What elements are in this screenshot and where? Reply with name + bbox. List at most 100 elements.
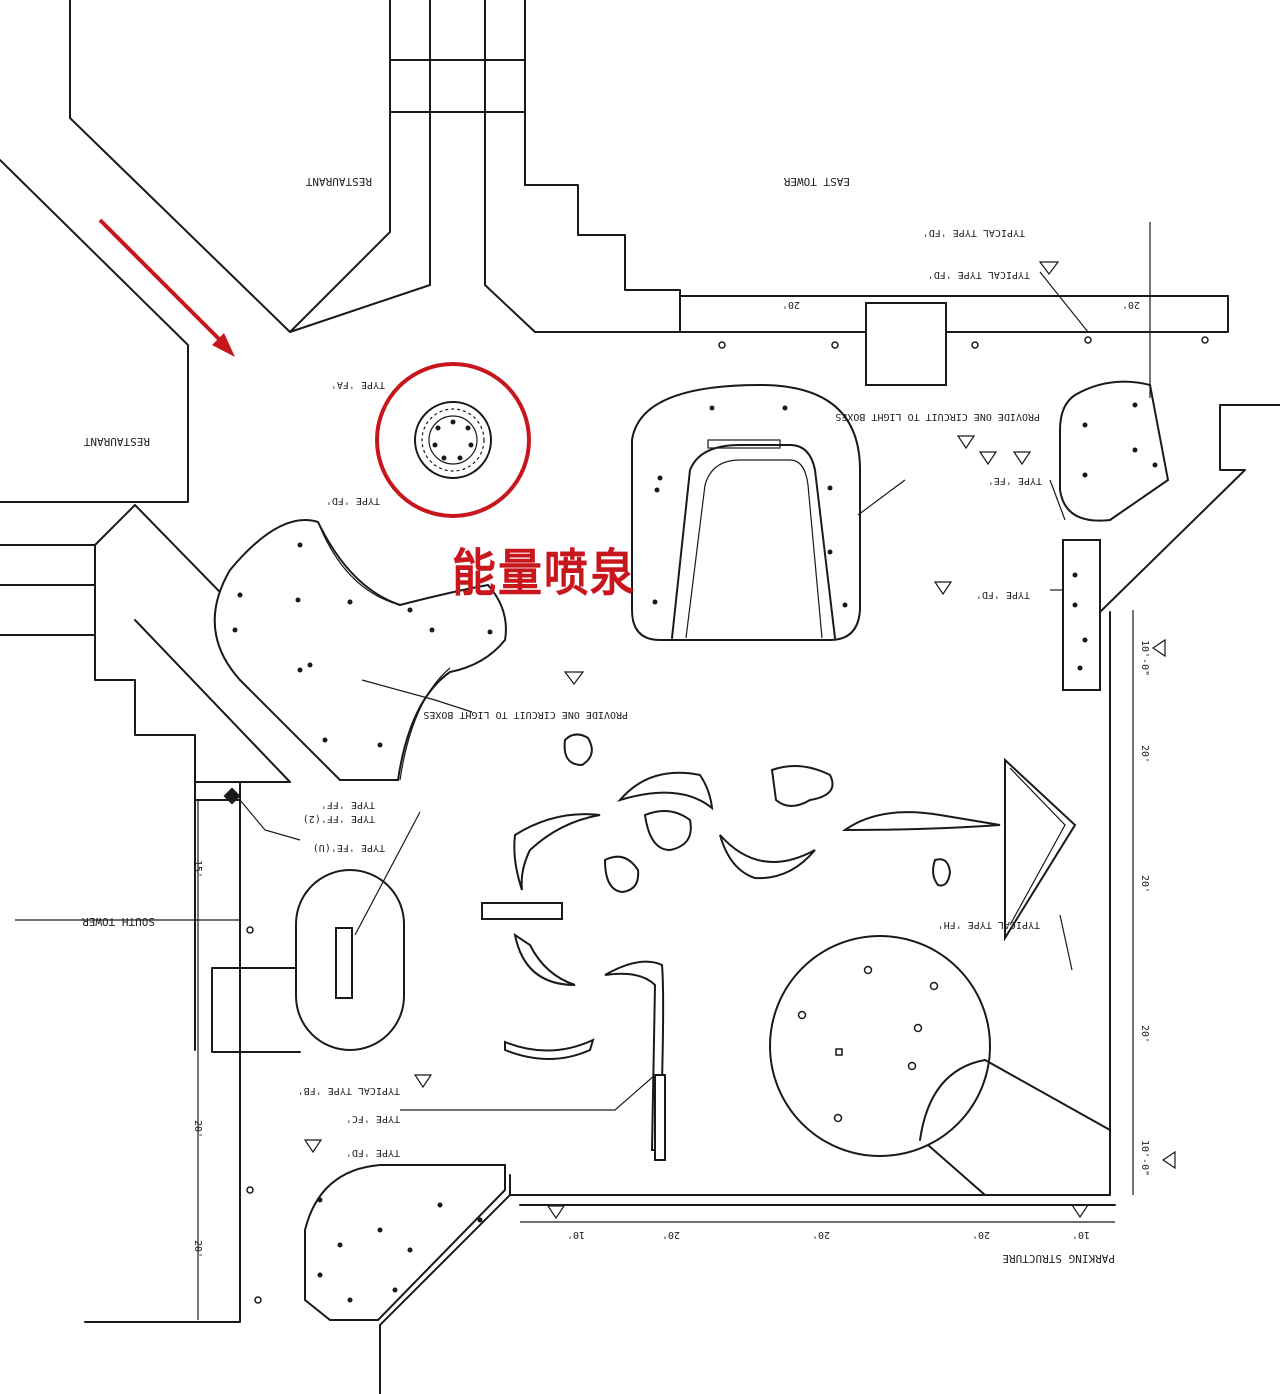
flow-arrow-line: [98, 218, 227, 347]
revision-triangles: [303, 261, 1176, 1220]
sculpture-wedge-inner: [1009, 767, 1066, 926]
svg-text:TYPE 'FE': TYPE 'FE': [988, 475, 1042, 486]
svg-text:20': 20': [972, 1229, 990, 1240]
leader-lines: [239, 222, 1151, 1111]
label-south-tower: SOUTH TOWER: [82, 915, 155, 928]
label-type-fd: TYPE 'FD': [326, 495, 380, 506]
svg-text:20': 20': [662, 1229, 680, 1240]
paving-leaf-3: [513, 932, 576, 986]
svg-text:10': 10': [1072, 1229, 1090, 1240]
svg-text:EAST TOWER: EAST TOWER: [783, 175, 850, 188]
svg-text:20': 20': [1122, 299, 1140, 310]
tree-dot: [863, 965, 873, 975]
tree-dot: [835, 1048, 843, 1056]
tree-dot: [929, 981, 939, 991]
svg-text:TYPICAL TYPE 'FB': TYPICAL TYPE 'FB': [298, 1085, 400, 1096]
paving-leaf-1: [513, 813, 601, 891]
svg-text:PROVIDE ONE CIRCUIT TO LIGHT B: PROVIDE ONE CIRCUIT TO LIGHT BOXES: [423, 709, 628, 720]
paving-leaf-2: [841, 811, 1001, 832]
svg-text:20': 20': [1139, 1025, 1150, 1043]
svg-text:TYPE 'FD': TYPE 'FD': [976, 589, 1030, 600]
label-type-fc: TYPE 'FC': [346, 1113, 400, 1124]
svg-text:20': 20': [1139, 745, 1150, 763]
paving-blob-3: [643, 810, 692, 852]
planter-central-arch: [631, 383, 861, 641]
paving-blob-5: [932, 858, 952, 887]
label-typical-fb: TYPICAL TYPE 'FB': [298, 1085, 400, 1096]
svg-text:TYPICAL TYPE 'FH': TYPICAL TYPE 'FH': [938, 919, 1040, 930]
label-type-fd-3: TYPE 'FD': [346, 1147, 400, 1158]
svg-text:PROVIDE ONE CIRCUIT TO LIGHT B: PROVIDE ONE CIRCUIT TO LIGHT BOXES: [835, 411, 1040, 422]
svg-text:10'-0": 10'-0": [1139, 1140, 1150, 1176]
label-type-fe-u: TYPE 'FE'(U): [313, 842, 385, 853]
bench-1: [481, 902, 563, 920]
svg-text:TYPE 'FA': TYPE 'FA': [331, 379, 385, 390]
svg-text:15': 15': [192, 860, 203, 878]
south-stair-edge: [94, 619, 291, 783]
label-typical-fh: TYPICAL TYPE 'FH': [938, 919, 1040, 930]
svg-text:10': 10': [567, 1229, 585, 1240]
svg-text:20': 20': [782, 299, 800, 310]
arch-top-bar: [707, 439, 781, 449]
label-type-fd-2: TYPE 'FD': [976, 589, 1030, 600]
paving-blob-1: [563, 733, 593, 767]
label-parking-structure: PARKING STRUCTURE: [1002, 1252, 1115, 1265]
svg-text:SOUTH TOWER: SOUTH TOWER: [82, 915, 155, 928]
fountain-highlight-circle: [375, 362, 531, 518]
planting-dots: [232, 402, 1158, 1303]
label-circuit-note-2: PROVIDE ONE CIRCUIT TO LIGHT BOXES: [423, 709, 628, 720]
svg-text:TYPICAL TYPE 'FD': TYPICAL TYPE 'FD': [928, 269, 1030, 280]
tree-dot: [907, 1061, 917, 1071]
label-type-fe: TYPE 'FE': [988, 475, 1042, 486]
south-tower-box: [211, 967, 301, 1053]
label-restaurant-left: RESTAURANT: [83, 435, 150, 448]
paving-crescent-2: [719, 834, 816, 880]
east-tower-edge: [524, 184, 1229, 333]
planter-west-curved: [213, 519, 507, 781]
energy-fountain-label: 能量喷泉: [452, 544, 636, 604]
svg-text:TYPE 'FD': TYPE 'FD': [326, 495, 380, 506]
label-typical-fd-1: TYPICAL TYPE 'FD': [923, 227, 1025, 238]
label-circuit-note-1: PROVIDE ONE CIRCUIT TO LIGHT BOXES: [835, 411, 1040, 422]
tree-dot: [913, 1023, 923, 1033]
svg-text:10'-0": 10'-0": [1139, 640, 1150, 676]
label-type-ff-2: TYPE 'FF'(2): [303, 813, 375, 824]
svg-text:TYPICAL TYPE 'FD': TYPICAL TYPE 'FD': [923, 227, 1025, 238]
svg-text:RESTAURANT: RESTAURANT: [305, 175, 372, 188]
svg-text:TYPE 'FF': TYPE 'FF': [321, 799, 375, 810]
tree-dot: [833, 1113, 843, 1123]
plaza-north-edge: [289, 284, 681, 333]
paving-crescent-1: [617, 771, 714, 811]
label-east-tower: EAST TOWER: [783, 175, 850, 188]
label-type-ff: TYPE 'FF': [321, 799, 375, 810]
planter-arch-inner: [685, 459, 823, 639]
planter-east-strip: [1062, 539, 1101, 691]
label-restaurant-top: RESTAURANT: [305, 175, 372, 188]
planter-southwest: [304, 1164, 506, 1321]
planter-arch-opening: [671, 444, 836, 639]
paving-arc-bottom: [504, 1038, 595, 1060]
sculpture-wedge: [1004, 757, 1077, 942]
svg-text:20': 20': [812, 1229, 830, 1240]
light-bar: [654, 1074, 666, 1161]
street-edge-top: [389, 0, 526, 286]
restaurant-building-top: [69, 0, 391, 333]
svg-text:TYPE 'FD': TYPE 'FD': [346, 1147, 400, 1158]
tree-dot: [797, 1010, 807, 1020]
svg-text:TYPE 'FE'(U): TYPE 'FE'(U): [313, 842, 385, 853]
column-block: [865, 302, 947, 386]
svg-text:TYPE 'FC': TYPE 'FC': [346, 1113, 400, 1124]
light-fixtures: [223, 336, 1209, 1304]
label-typical-fd-2: TYPICAL TYPE 'FD': [928, 269, 1030, 280]
parking-edge: [379, 1194, 1116, 1394]
svg-text:20': 20': [1139, 875, 1150, 893]
energy-fountain[interactable]: [414, 401, 492, 479]
planter-northeast: [1059, 380, 1170, 522]
oval-plaza-bench: [335, 927, 353, 999]
svg-text:20': 20': [192, 1120, 203, 1138]
svg-text:20': 20': [192, 1240, 203, 1258]
planter-west-curb: [317, 521, 451, 781]
dimension-labels: 10'-0" 20' 20' 20' 10'-0" 10' 20' 20' 20…: [192, 299, 1150, 1258]
restaurant-building-left: [0, 159, 189, 503]
